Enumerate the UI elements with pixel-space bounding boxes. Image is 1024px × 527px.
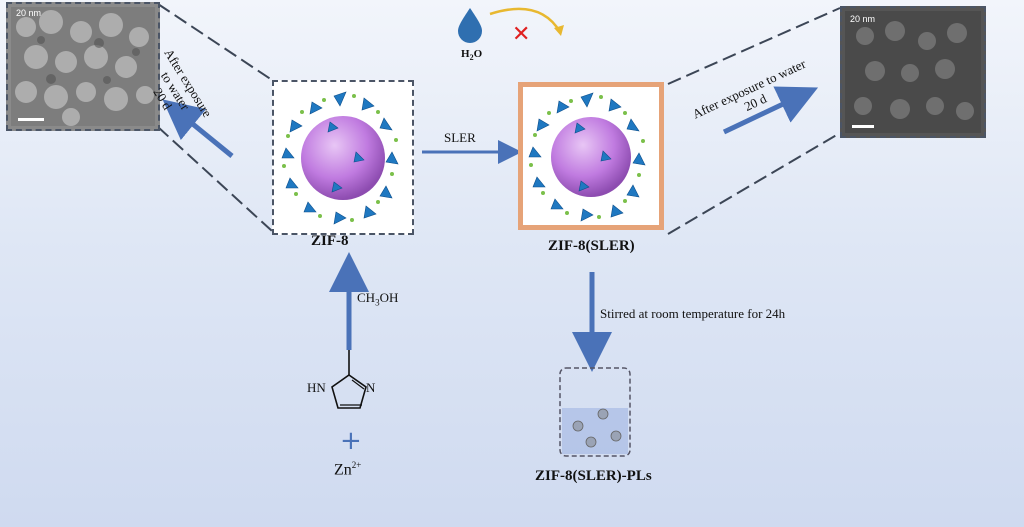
zinc-ion-label: Zn2+ [334,460,362,479]
sem-image-right: 20 nm [840,6,986,138]
right-dash-bottom [667,132,841,235]
zif8-label: ZIF-8 [311,233,349,249]
sler-arrow-label: SLER [444,130,476,145]
sem-image-left: 20 nm [6,2,160,131]
imidazole-hn-label: HN [307,380,326,395]
left-dash-bottom [157,126,273,232]
imidazole-structure [331,350,367,409]
sem-left-scalebar [18,118,44,121]
zif8-sler-label: ZIF-8(SLER) [548,238,635,254]
plus-sign: + [340,426,362,456]
curved-arrow-icon [489,7,562,33]
zif8-sler-pls-label: ZIF-8(SLER)-PLs [535,468,652,484]
methanol-label: CH3OH [357,290,399,308]
imidazole-n-label: N [366,380,376,395]
left-dash-top [157,3,273,81]
water-label: H2O [461,48,483,63]
stirred-label: Stirred at room temperature for 24h [600,306,786,321]
cross-icon: ✕ [512,22,531,47]
zif8-sler-structure [528,92,646,222]
sem-right-scale-text: 20 nm [850,14,876,24]
zif8-particle-box [272,80,414,235]
zif8-structure [281,91,399,225]
right-dash-top [667,7,841,85]
right-exposure-arrow [722,86,819,135]
sem-right-texture [845,11,981,133]
water-drop-icon [458,8,482,43]
sem-right-scalebar [852,125,874,128]
left-exposure-arrow [162,99,234,158]
zif8-sler-particle-box [518,82,664,230]
beaker-icon [559,367,631,457]
sem-left-texture [11,7,155,126]
sem-left-scale-text: 20 nm [16,8,42,18]
